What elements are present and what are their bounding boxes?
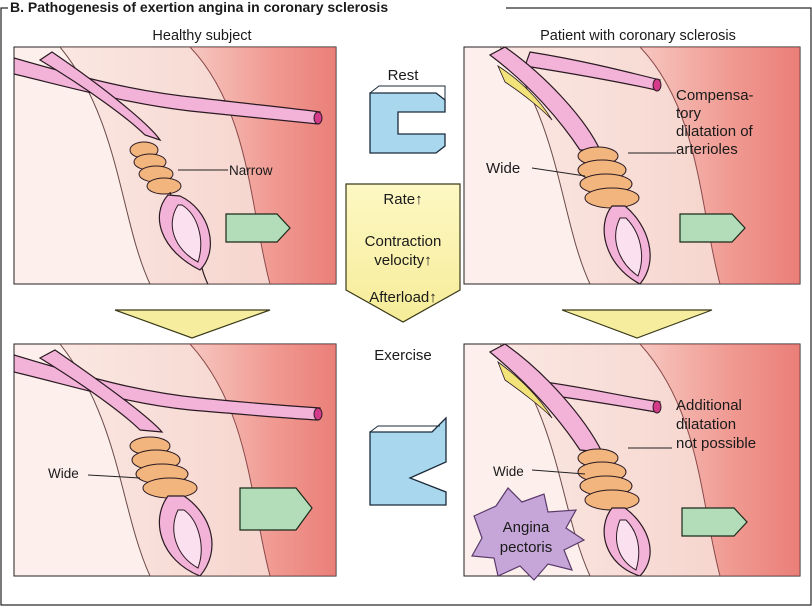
panel-patient-rest: Wide Compensa- tory dilatation of arteri… — [464, 47, 800, 284]
artery-lumen — [314, 112, 322, 124]
down-arrow-right — [562, 310, 712, 338]
heading-patient: Patient with coronary sclerosis — [540, 28, 736, 44]
note-compensatory-1: Compensa- — [676, 87, 754, 104]
figure-title: B. Pathogenesis of exertion angina in co… — [10, 0, 388, 15]
supply-arrow — [226, 214, 290, 242]
factor-velocity: velocity↑ — [374, 252, 432, 269]
panel-patient-exercise: Angina pectoris Wide Additional dilatati… — [464, 344, 800, 580]
down-arrow-left — [115, 310, 270, 338]
label-wide-patient-exercise: Wide — [493, 464, 524, 479]
note-compensatory-2: tory — [676, 105, 702, 122]
angina-line-2: pectoris — [500, 539, 553, 556]
panel-healthy-exercise: Wide — [14, 344, 336, 576]
demand-block-exercise — [370, 418, 446, 505]
label-wide-patient-rest: Wide — [486, 160, 520, 177]
note-additional-1: Additional — [676, 397, 742, 414]
note-additional-2: dilatation — [676, 416, 736, 433]
label-narrow: Narrow — [229, 163, 273, 178]
label-rest: Rest — [388, 67, 420, 84]
center-factor-panel: Rate↑ Contraction velocity↑ Afterload↑ — [346, 184, 460, 322]
angina-line-1: Angina — [503, 519, 550, 536]
panel-healthy-rest: Narrow — [14, 47, 336, 300]
factor-contraction: Contraction — [365, 233, 442, 250]
demand-block-rest — [370, 86, 445, 153]
heading-healthy: Healthy subject — [152, 28, 251, 44]
note-compensatory-3: dilatation of — [676, 123, 754, 140]
factor-afterload: Afterload↑ — [369, 289, 437, 306]
factor-rate: Rate↑ — [383, 191, 422, 208]
label-wide-healthy: Wide — [48, 466, 79, 481]
note-compensatory-4: arterioles — [676, 141, 738, 158]
label-exercise: Exercise — [374, 347, 432, 364]
note-additional-3: not possible — [676, 435, 756, 452]
